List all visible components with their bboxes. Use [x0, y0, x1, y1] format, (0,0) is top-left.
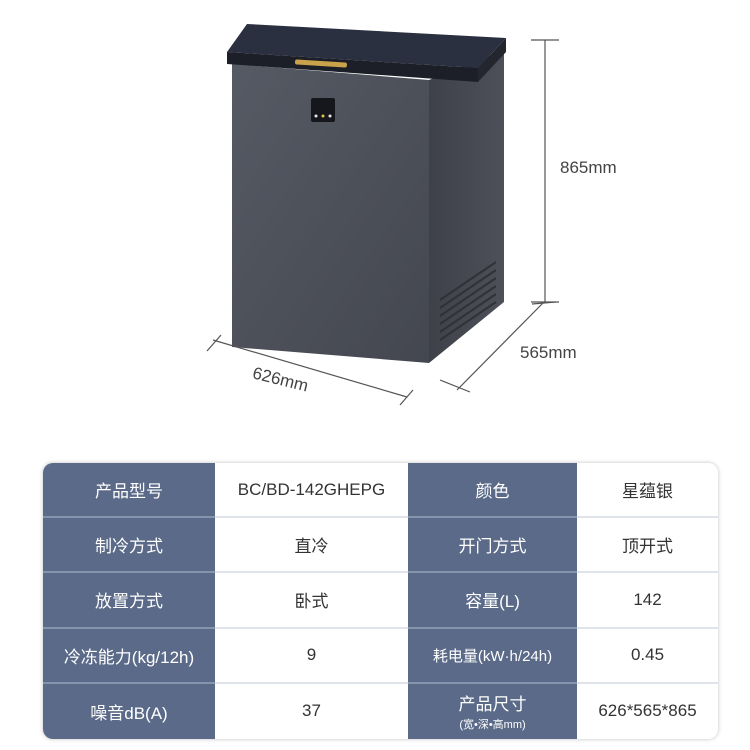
dimension-lines: [206, 39, 559, 406]
spec-label: 产品尺寸: [458, 695, 527, 715]
spec-label: 开门方式: [408, 518, 577, 574]
spec-value: 0.45: [577, 628, 718, 684]
spec-value: 直冷: [215, 518, 408, 574]
spec-label: 冷冻能力(kg/12h): [43, 628, 215, 684]
depth-dimension: 565mm: [520, 343, 577, 362]
spec-label: 容量(L): [408, 573, 577, 629]
vent-grille: [439, 261, 497, 341]
spec-label: 噪音dB(A): [43, 683, 215, 739]
spec-value: 9: [215, 628, 408, 684]
height-dimension: 865mm: [560, 158, 617, 177]
spec-value: 卧式: [215, 573, 408, 629]
freezer-body: [232, 50, 504, 363]
spec-value: 顶开式: [577, 518, 718, 574]
freezer-illustration: [206, 24, 559, 406]
freezer-lid: [227, 24, 506, 82]
spec-value: 142: [577, 573, 718, 629]
spec-label: 产品型号: [43, 463, 215, 519]
spec-label: 制冷方式: [43, 518, 215, 574]
spec-value: 星蕴银: [577, 463, 718, 519]
spec-label: 放置方式: [43, 573, 215, 629]
spec-value: 626*565*865: [577, 683, 718, 739]
control-panel[interactable]: [311, 98, 335, 122]
spec-label: 耗电量(kW·h/24h): [408, 628, 577, 684]
spec-label-size: 产品尺寸 (宽•深•高mm): [408, 683, 577, 739]
spec-sublabel: (宽•深•高mm): [459, 719, 526, 732]
lid-handle[interactable]: [294, 59, 347, 68]
spec-label: 颜色: [408, 463, 577, 519]
spec-value: 37: [215, 683, 408, 739]
spec-table: 产品型号 BC/BD-142GHEPG 颜色 星蕴银 制冷方式 直冷 开门方式 …: [43, 463, 718, 739]
spec-value: BC/BD-142GHEPG: [215, 463, 408, 519]
